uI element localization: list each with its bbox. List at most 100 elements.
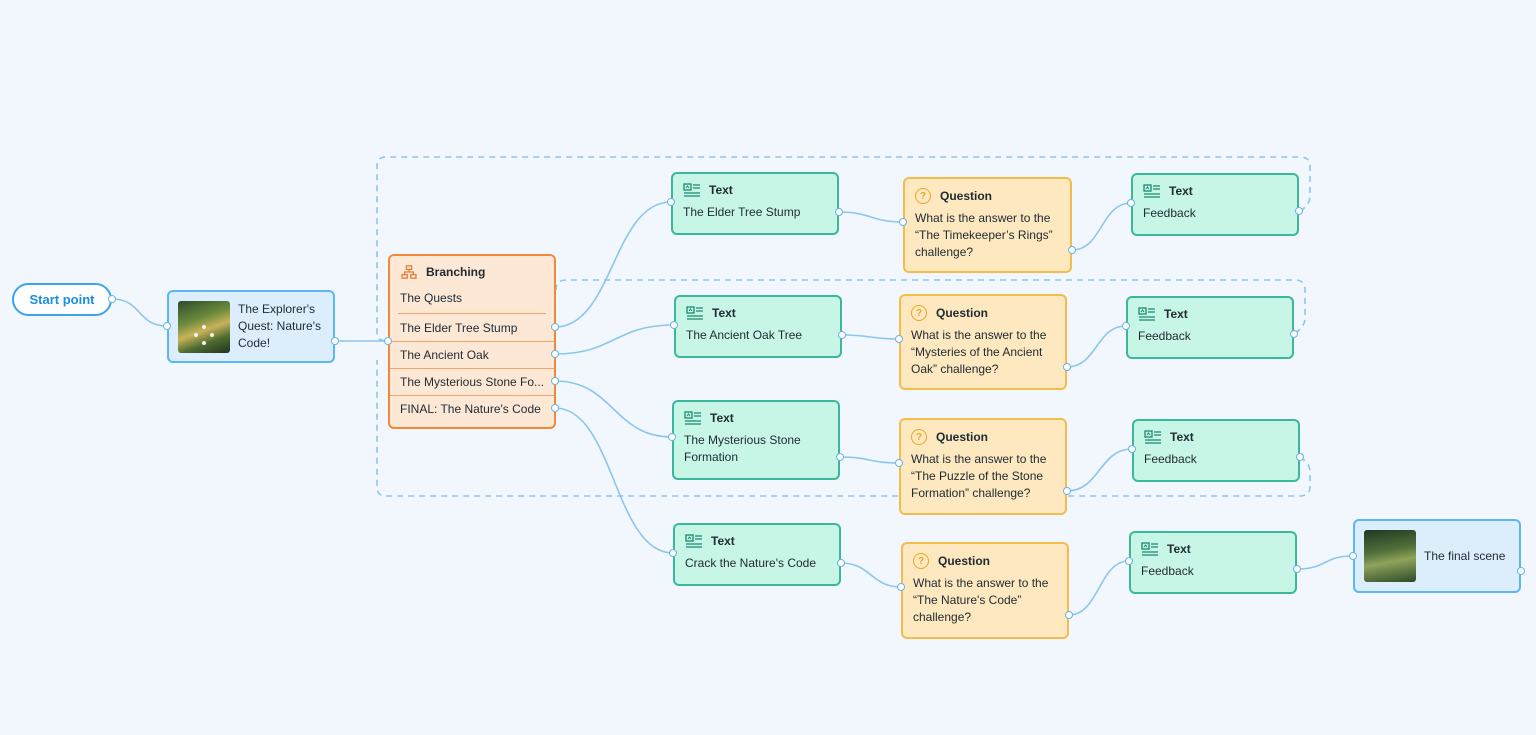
card-title: Question <box>940 189 993 203</box>
connection-port[interactable] <box>1065 611 1073 619</box>
connection-port[interactable] <box>667 198 675 206</box>
connection-port[interactable] <box>1063 363 1071 371</box>
card-body: Feedback <box>1143 206 1196 220</box>
scene-thumbnail-image <box>1364 530 1416 582</box>
connection-port[interactable] <box>669 549 677 557</box>
card-header: Text <box>684 411 838 425</box>
connection-port[interactable] <box>1517 567 1525 575</box>
intro-scene-node[interactable]: The Explorer's Quest: Nature's Code! <box>167 290 335 363</box>
branching-header: Branching <box>400 265 554 279</box>
branching-icon <box>401 265 417 279</box>
wire-text-to-question-1 <box>838 211 904 223</box>
connection-port[interactable] <box>836 453 844 461</box>
text-card-icon <box>685 534 702 548</box>
connection-port[interactable] <box>670 321 678 329</box>
branching-title: Branching <box>426 265 486 279</box>
card-title: Question <box>936 430 989 444</box>
card-header: Text <box>686 306 840 320</box>
connection-port[interactable] <box>1063 487 1071 495</box>
text-card-icon <box>683 183 700 197</box>
connection-port[interactable] <box>551 323 559 331</box>
card-body: What is the answer to the “The Timekeepe… <box>915 211 1053 259</box>
connection-port[interactable] <box>163 322 171 330</box>
connection-port[interactable] <box>551 350 559 358</box>
text-card-icon <box>684 411 701 425</box>
card-body: Crack the Nature's Code <box>685 556 817 570</box>
start-point-node[interactable]: Start point <box>12 283 112 316</box>
question-icon: ? <box>911 429 927 445</box>
wire-branch-to-text-1 <box>554 201 672 328</box>
final-scene-node[interactable]: The final scene <box>1353 519 1521 593</box>
connection-port[interactable] <box>384 337 392 345</box>
intro-scene-label: The Explorer's Quest: Nature's Code! <box>238 302 321 350</box>
connection-port[interactable] <box>1296 453 1304 461</box>
text-card-icon <box>1138 307 1155 321</box>
connection-port[interactable] <box>895 459 903 467</box>
wire-feedback-to-final <box>1296 555 1354 570</box>
card-body: Feedback <box>1138 329 1191 343</box>
connection-port[interactable] <box>1125 557 1133 565</box>
wire-question-to-feedback-3 <box>1066 448 1133 492</box>
connection-port[interactable] <box>1293 565 1301 573</box>
connection-port[interactable] <box>1295 207 1303 215</box>
connection-port[interactable] <box>331 337 339 345</box>
connection-port[interactable] <box>551 404 559 412</box>
connection-port[interactable] <box>551 377 559 385</box>
question-icon: ? <box>913 553 929 569</box>
connection-port[interactable] <box>668 433 676 441</box>
card-header: Text <box>1141 542 1295 556</box>
scene-thumbnail-image <box>178 300 230 353</box>
connection-port[interactable] <box>1122 322 1130 330</box>
connection-port[interactable] <box>1128 445 1136 453</box>
connection-port[interactable] <box>835 208 843 216</box>
branch-option-4[interactable]: FINAL: The Nature's Code <box>400 402 541 416</box>
start-point-label: Start point <box>29 292 95 307</box>
branching-node[interactable]: Branching The Quests The Elder Tree Stum… <box>388 254 556 429</box>
wire-branch-to-text-3 <box>554 380 673 438</box>
card-header: ? Question <box>913 553 1067 569</box>
connection-port[interactable] <box>897 583 905 591</box>
connection-port[interactable] <box>899 218 907 226</box>
connection-port[interactable] <box>895 335 903 343</box>
card-title: Text <box>711 534 735 548</box>
wire-branch-to-text-2 <box>554 324 675 355</box>
card-header: ?Question <box>911 305 1065 321</box>
connection-port[interactable] <box>1290 330 1298 338</box>
wire-text-to-question-2 <box>841 334 900 340</box>
card-header: Text <box>1138 307 1292 321</box>
connection-port[interactable] <box>1349 552 1357 560</box>
card-title: Text <box>712 306 736 320</box>
card-title: Text <box>710 411 734 425</box>
card-header: Text <box>1144 430 1298 444</box>
question-icon: ? <box>915 188 931 204</box>
final-scene-label: The final scene <box>1424 548 1506 563</box>
card-title: Question <box>938 554 991 568</box>
divider <box>398 313 546 314</box>
question-icon: ? <box>911 305 927 321</box>
connection-port[interactable] <box>108 295 116 303</box>
connection-port[interactable] <box>838 331 846 339</box>
card-body: Feedback <box>1144 452 1197 466</box>
connection-port[interactable] <box>1127 199 1135 207</box>
connection-port[interactable] <box>1068 246 1076 254</box>
branch-option-1[interactable]: The Elder Tree Stump <box>390 315 554 342</box>
wire-question-to-feedback-2 <box>1066 325 1127 368</box>
branch-option-2[interactable]: The Ancient Oak <box>390 342 554 369</box>
connection-port[interactable] <box>837 559 845 567</box>
card-header: Text <box>683 183 837 197</box>
card-body: The Elder Tree Stump <box>683 205 801 219</box>
branch-option-3[interactable]: The Mysterious Stone Fo... <box>390 369 554 396</box>
